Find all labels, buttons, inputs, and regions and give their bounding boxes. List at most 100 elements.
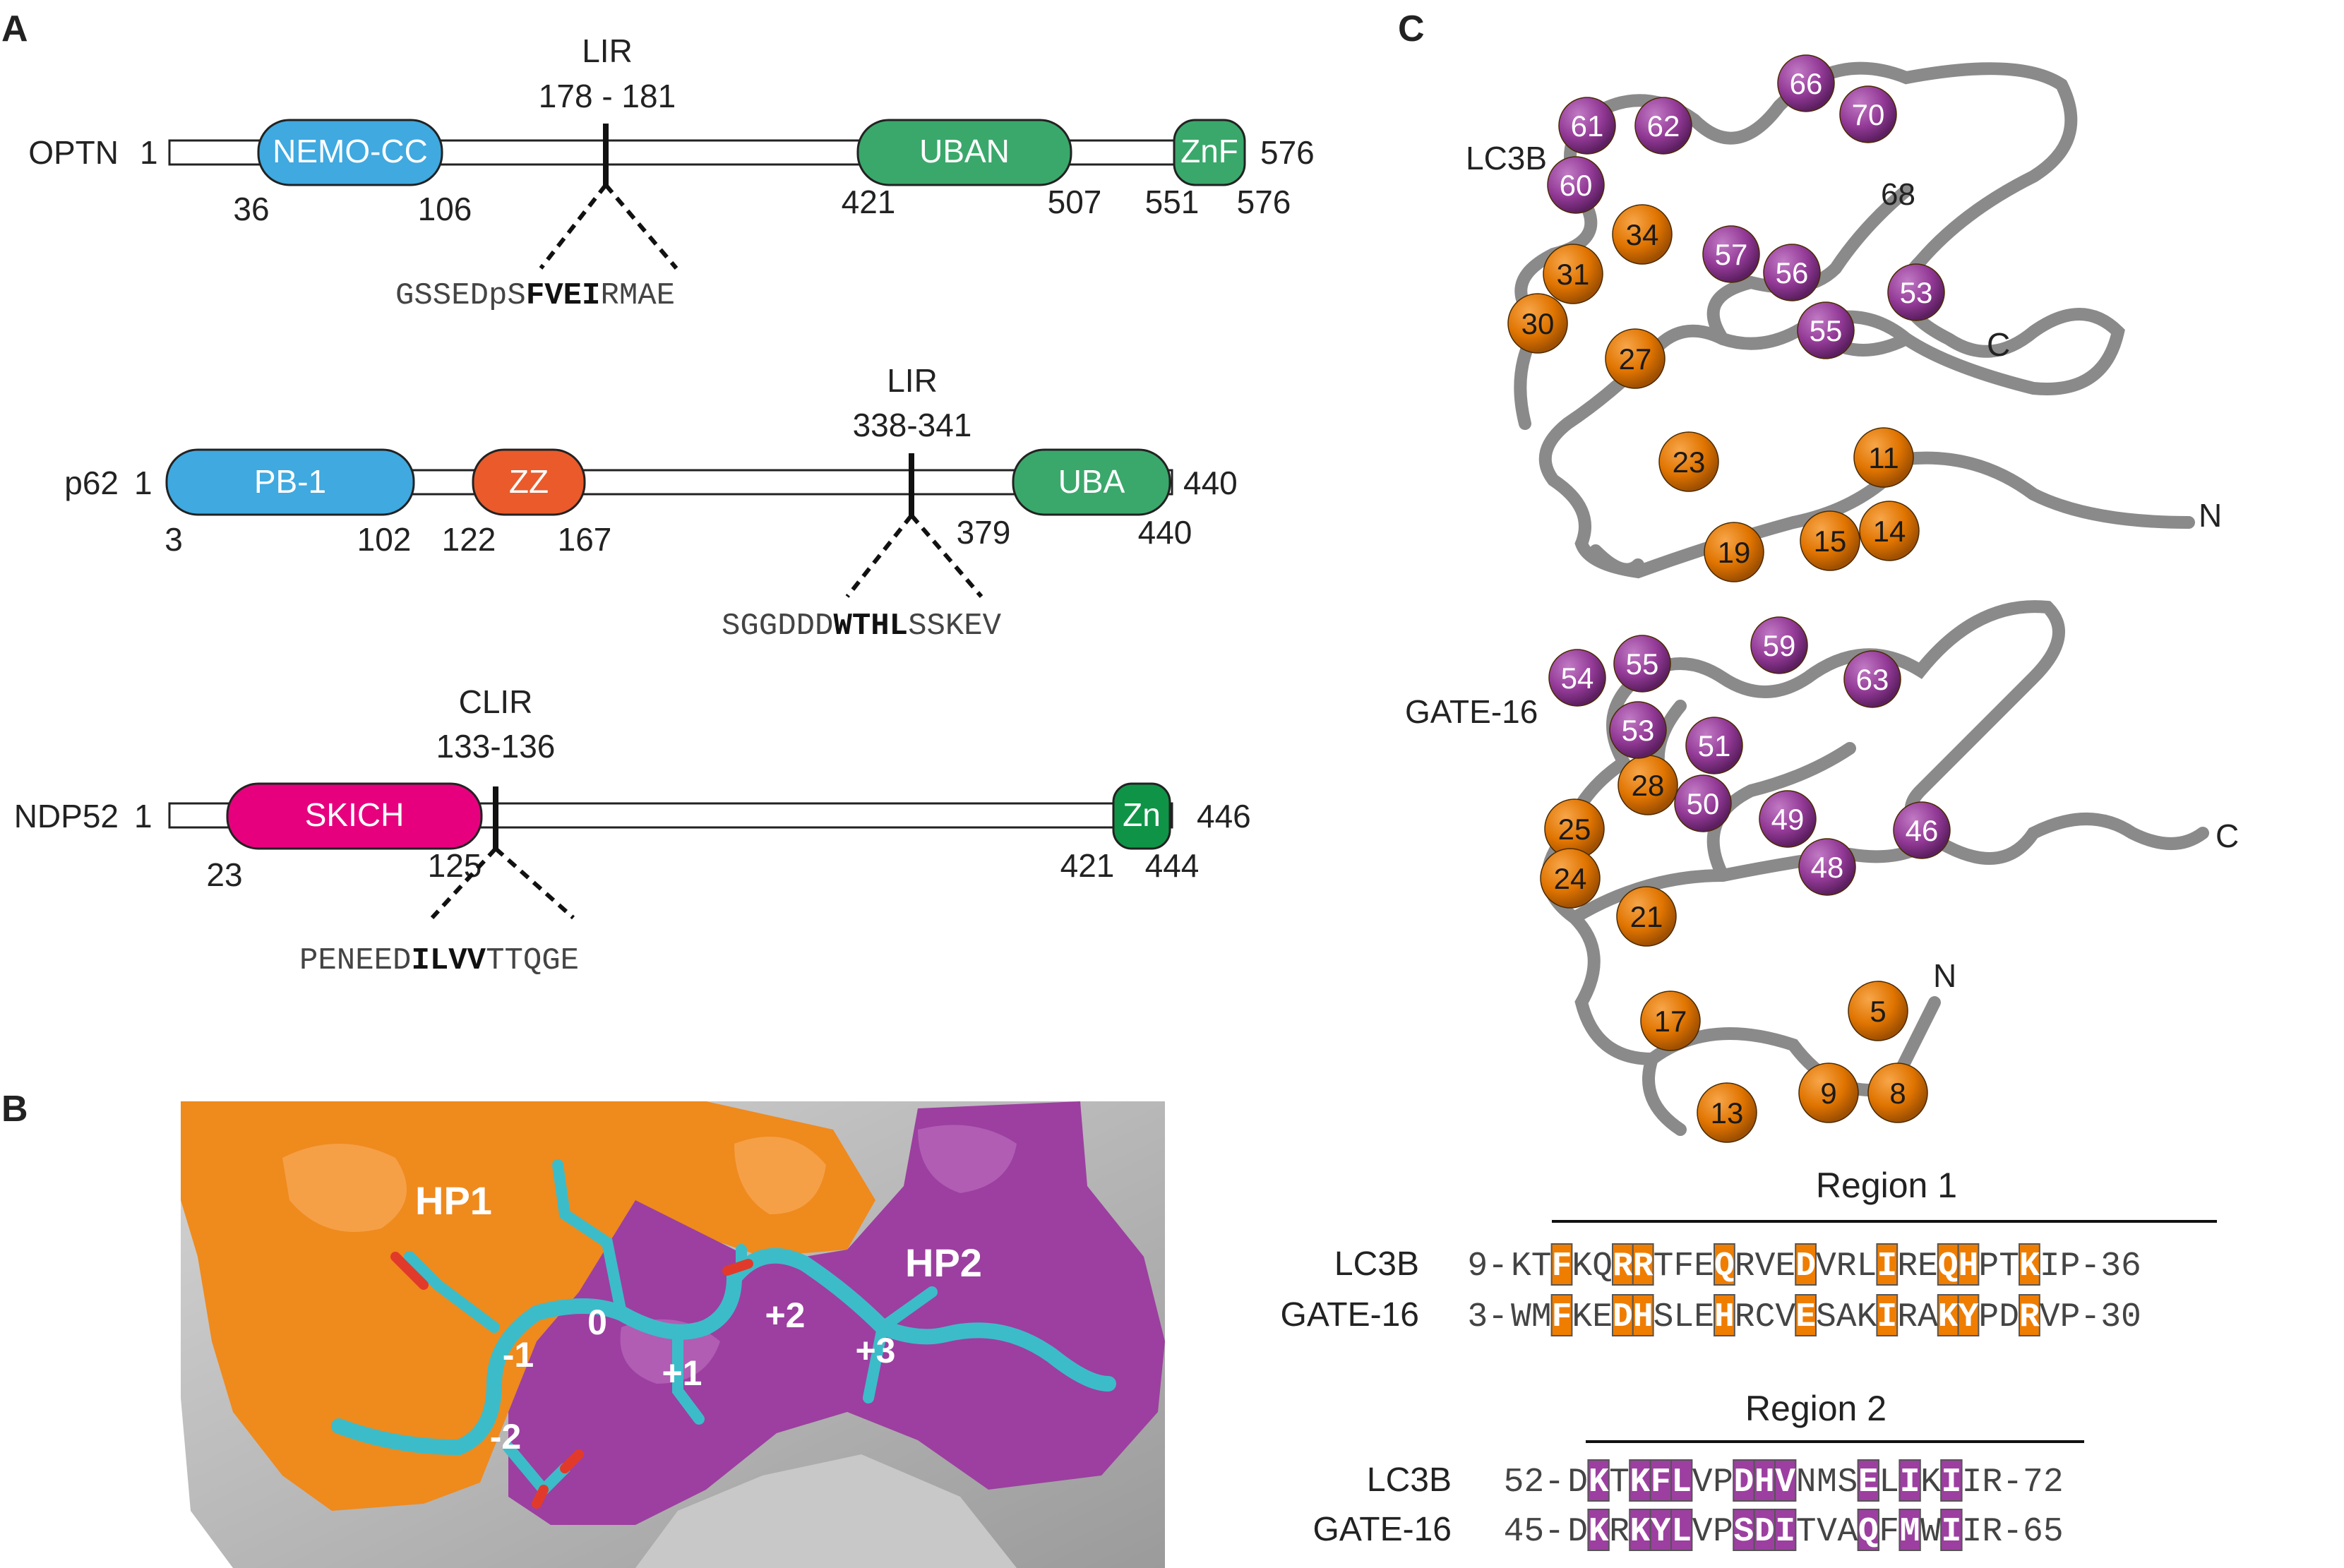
region1-residue: R xyxy=(1613,1247,1633,1286)
region2-residue: D xyxy=(1567,1464,1588,1502)
region1-residue: R xyxy=(1633,1247,1654,1286)
region1-residue: E xyxy=(1795,1298,1816,1336)
ndp52-pos-421: 421 xyxy=(1060,847,1115,884)
region2-title: Region 2 xyxy=(1745,1389,1886,1428)
region1-residue: T xyxy=(1531,1247,1552,1286)
region1-residue: K xyxy=(1857,1298,1877,1336)
region1-highlight-cell xyxy=(2019,1243,2040,1286)
gate16-orange-residue-label: 28 xyxy=(1632,769,1665,802)
lc3b-orange-residue-sphere xyxy=(1859,501,1920,561)
gate16-ribbon xyxy=(1541,600,2209,1136)
gate16-orange-residue-sphere xyxy=(1640,991,1701,1051)
gate16-purple-residue-label: 48 xyxy=(1811,851,1844,884)
region2-highlight-cell xyxy=(1629,1509,1651,1551)
region1-highlight-cell xyxy=(1876,1243,1898,1286)
panel-b-surface-image: HP1 HP2 -2 -1 0 +1 +2 +3 xyxy=(181,1100,1169,1568)
region1-residue: E xyxy=(1592,1298,1613,1336)
optn-seq-core: FVEI xyxy=(526,278,601,313)
region1-residue: V xyxy=(2040,1298,2060,1336)
gate16-orange-residue-label: 25 xyxy=(1558,813,1591,846)
region2-row-name: GATE-16 xyxy=(1313,1511,1452,1548)
region1-highlight-cell xyxy=(1550,1243,1573,1286)
pos-plus3: +3 xyxy=(855,1331,895,1370)
gate16-orange-residue-label: 8 xyxy=(1889,1077,1906,1110)
ndp52-start: 1 xyxy=(134,798,153,834)
region1-residue: I xyxy=(1877,1247,1897,1286)
ndp52-diagram: SKICH Zn NDP52 1 446 23 125 421 444 CLIR… xyxy=(14,683,1251,978)
region1-residue: P xyxy=(2060,1247,2081,1286)
optn-motif-range: 178 - 181 xyxy=(539,78,676,114)
p62-domain-uba-label: UBA xyxy=(1058,463,1125,500)
region2-residue: I xyxy=(1941,1464,1961,1502)
region2-residue: K xyxy=(1589,1513,1609,1551)
region1-highlight-cell xyxy=(1795,1294,1817,1336)
gate16-purple-residue-label: 55 xyxy=(1626,647,1659,681)
lc3b-orange-residue-sphere xyxy=(1543,244,1603,304)
region1-residue: R xyxy=(2019,1298,2040,1336)
region1-highlight-cell xyxy=(1957,1243,1980,1286)
region1-residue: R xyxy=(1897,1247,1918,1286)
p62-motif-label: LIR xyxy=(887,362,938,399)
region2-row-end: IR-72 xyxy=(1962,1464,2064,1502)
gate16-c-term: C xyxy=(2216,818,2239,854)
region1-residue: P xyxy=(2060,1298,2081,1336)
pos-0: 0 xyxy=(587,1303,607,1342)
peptide-oxygens xyxy=(390,1252,753,1509)
lc3b-orange-residue-label: 23 xyxy=(1673,445,1706,479)
region1-residue: K xyxy=(1938,1298,1959,1336)
region2-residue: F xyxy=(1651,1464,1671,1502)
hp1-label: HP1 xyxy=(415,1178,492,1223)
region1-residue: H xyxy=(1633,1298,1654,1336)
optn-pos-106: 106 xyxy=(418,191,472,227)
lc3b-orange-residue-sphere xyxy=(1800,510,1860,571)
region1-residue: M xyxy=(1531,1298,1552,1336)
region2-row-end: IR-65 xyxy=(1962,1513,2064,1551)
region2-residue: M xyxy=(1817,1464,1837,1502)
region2-residue: D xyxy=(1733,1464,1754,1502)
optn-domain-uban xyxy=(856,119,1072,186)
region1-residue: R xyxy=(1735,1298,1755,1336)
region1-highlight-cell xyxy=(1714,1243,1735,1286)
region1-residue: W xyxy=(1511,1298,1531,1336)
gate16-orange-residue-sphere xyxy=(1540,848,1601,909)
region1-residue: E xyxy=(1694,1298,1714,1336)
region1-row-name: LC3B xyxy=(1334,1245,1419,1283)
region2-residue: N xyxy=(1796,1464,1817,1502)
p62-seq-post: SSKEV xyxy=(908,609,1002,644)
optn-dash-left xyxy=(539,184,608,270)
gate16-orange-residue-label: 21 xyxy=(1630,900,1663,933)
optn-diagram: NEMO-CC UBAN ZnF OPTN 1 576 36 106 421 5… xyxy=(28,32,1315,313)
region1-residue: K xyxy=(1572,1247,1592,1286)
region2-residue: P xyxy=(1713,1464,1733,1502)
peptide-sidechains xyxy=(404,1159,938,1498)
region2-residue: E xyxy=(1858,1464,1879,1502)
gate16-purple-residue-sphere xyxy=(1798,838,1856,896)
region1-residue: K xyxy=(1572,1298,1592,1336)
pos-plus1: +1 xyxy=(662,1353,702,1393)
region2-residue: K xyxy=(1589,1464,1609,1502)
lc3b-purple-residue-label: 53 xyxy=(1900,276,1933,309)
region2-residue: Q xyxy=(1858,1513,1879,1551)
region2-residue: L xyxy=(1671,1464,1692,1502)
region2-highlight-cell xyxy=(1670,1459,1693,1502)
region1-row-end: -30 xyxy=(2080,1298,2141,1336)
region2-residue: T xyxy=(1796,1513,1817,1551)
ndp52-pos-444: 444 xyxy=(1145,847,1200,884)
region1-highlight-cell xyxy=(1632,1243,1654,1286)
region1-residue: D xyxy=(1999,1298,2019,1336)
gate16-orange-residue-label: 24 xyxy=(1554,862,1587,895)
ndp52-domain-skich xyxy=(226,782,483,850)
optn-domain-nemo-cc-label: NEMO-CC xyxy=(273,133,428,169)
region2-residue: A xyxy=(1837,1513,1858,1551)
region1-residue: D xyxy=(1795,1247,1816,1286)
p62-diagram: PB-1 ZZ UBA p62 1 440 3 102 122 167 379 … xyxy=(64,362,1238,644)
p62-seq-pre: SGGDDD xyxy=(722,609,833,644)
gate16-orange-residue-sphere xyxy=(1848,981,1908,1041)
p62-pos-122: 122 xyxy=(442,521,496,558)
gate16-purple-residue-sphere xyxy=(1893,801,1951,859)
region2-highlight-cell xyxy=(1587,1459,1610,1502)
gate16-purple-residue-label: 51 xyxy=(1698,729,1731,762)
gate16-orange-residue-sphere xyxy=(1616,886,1677,947)
optn-domain-znf xyxy=(1173,119,1246,186)
